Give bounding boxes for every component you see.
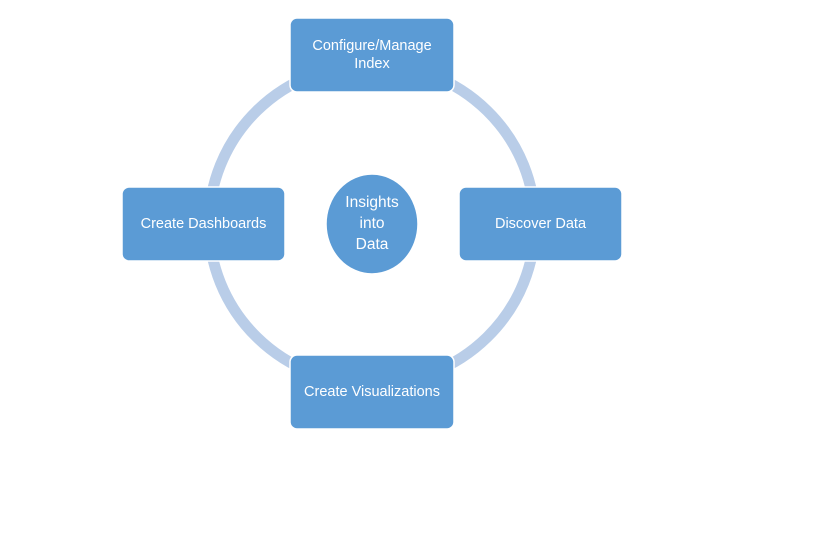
step-create-dashboards: Create Dashboards: [121, 186, 286, 262]
step-label-discover: Discover Data: [495, 216, 587, 232]
step-label-configure-line-2: Index: [354, 56, 390, 72]
step-box-dashboards: [121, 186, 286, 262]
step-label-dashboards: Create Dashboards: [141, 216, 267, 232]
step-box-visualizations: [289, 354, 455, 430]
step-box-discover: [458, 186, 623, 262]
center-label-line-1: Insights: [345, 194, 399, 211]
step-label-configure-line-1: Configure/Manage: [312, 38, 431, 54]
step-label-visualizations: Create Visualizations: [304, 384, 440, 400]
step-discover-data: Discover Data: [458, 186, 623, 262]
step-box-configure: [289, 17, 455, 93]
center-label-line-2: into: [360, 215, 385, 232]
center-label-line-3: Data: [356, 236, 389, 253]
center-node-insights: Insights into Data: [325, 173, 419, 275]
center-circle: [325, 173, 419, 275]
step-create-visualizations: Create Visualizations: [289, 354, 455, 430]
step-configure-manage-index: Configure/Manage Index: [289, 17, 455, 93]
